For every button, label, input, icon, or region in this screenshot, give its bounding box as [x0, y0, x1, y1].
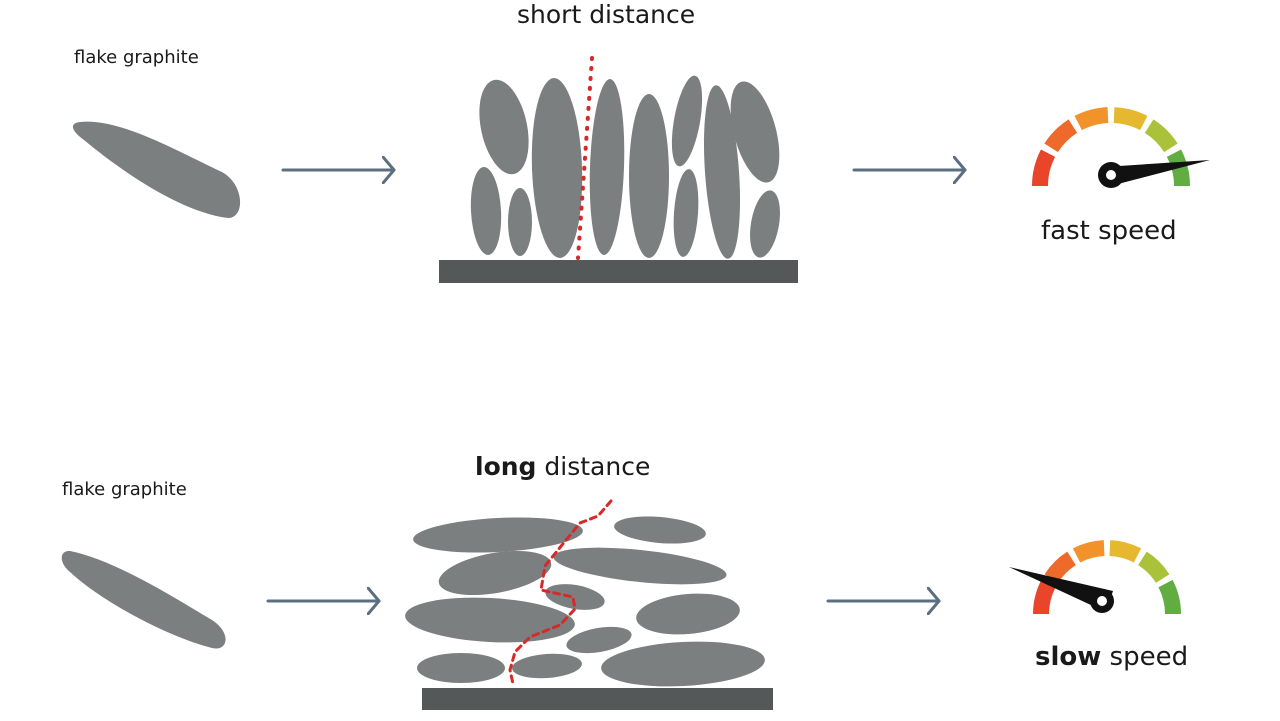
short-distance-title: short distance — [517, 0, 696, 29]
fast-speed-gauge-icon — [1032, 107, 1210, 188]
gauge-hub-dot-bottom — [1097, 596, 1107, 606]
gauge-arc-bottom — [1033, 540, 1181, 614]
fast-speed-label: fast speed — [1041, 216, 1177, 246]
substrate-top — [439, 260, 798, 283]
speed-word: speed — [1101, 642, 1189, 672]
substrate-bottom — [422, 688, 773, 710]
long-word: long — [475, 452, 537, 481]
gauge-segment — [1072, 540, 1105, 563]
gauge-segment — [1033, 579, 1056, 614]
gauge-arc-top — [1032, 107, 1190, 186]
gauge-segment — [1074, 107, 1109, 131]
distance-word: distance — [536, 452, 651, 481]
gauge-segment — [1144, 119, 1178, 153]
gauge-segment — [1113, 107, 1148, 131]
gauge-needle-bottom — [1009, 567, 1113, 612]
vertical-flake-stack — [470, 75, 780, 259]
flake-graphite-label-bottom: flake graphite — [62, 479, 187, 500]
slow-speed-label: slow speed — [1035, 642, 1188, 672]
short-conduction-path — [576, 56, 594, 260]
gauge-segment — [1032, 149, 1056, 186]
flake-graphite-top — [72, 121, 241, 218]
flake-graphite-label-top: flake graphite — [74, 47, 199, 68]
gauge-segment — [1044, 119, 1078, 153]
gauge-segment — [1158, 579, 1181, 614]
gauge-segment — [1109, 540, 1142, 563]
gauge-segment — [1044, 551, 1076, 583]
long-distance-title: long distance — [475, 452, 650, 481]
gauge-hub-dot-top — [1106, 170, 1116, 180]
slow-word: slow — [1035, 642, 1102, 672]
flake-graphite-bottom — [61, 550, 226, 649]
horizontal-flake-stack — [405, 516, 765, 687]
slow-speed-gauge-icon — [1009, 540, 1181, 614]
gauge-segment — [1138, 551, 1170, 583]
gauge-needle-top — [1104, 160, 1210, 185]
long-conduction-path — [508, 499, 613, 686]
